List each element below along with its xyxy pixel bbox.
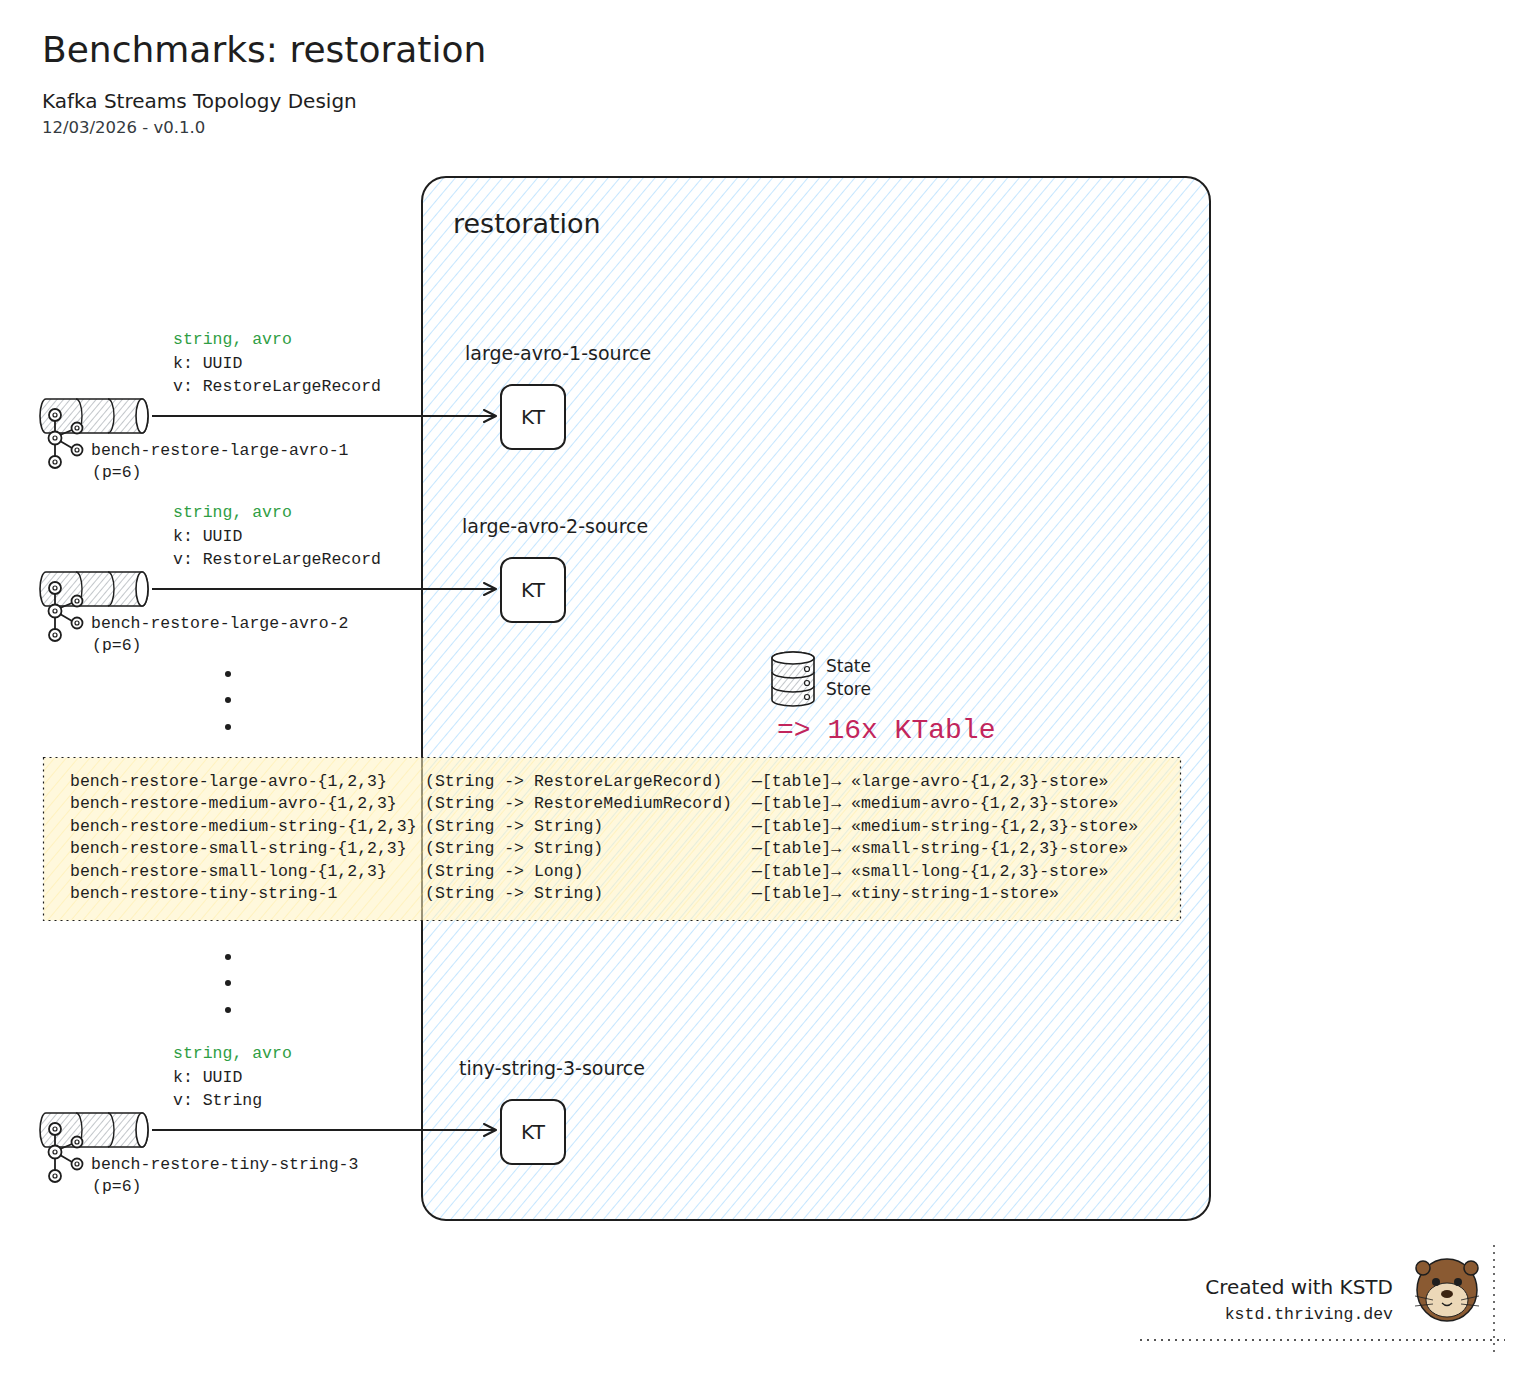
kafka-logo [49,1123,83,1182]
kafka-logo [49,582,83,641]
store-mapping: —[table]→ «tiny-string-1-store» [752,884,1059,904]
stream-arrow [152,1129,496,1131]
serde-label: string, avro [173,1044,292,1064]
value-type: v: RestoreLargeRecord [173,550,381,570]
value-type: v: RestoreLargeRecord [173,377,381,397]
subtitle: Kafka Streams Topology Design [42,89,357,113]
topic-name: bench-restore-large-avro-2 [91,614,348,634]
topic-name: bench-restore-large-avro-1 [91,441,348,461]
key-type: k: UUID [173,527,242,547]
topic-name: bench-restore-tiny-string-1 [70,884,337,904]
node-label: restoration [453,207,601,241]
source-name: tiny-string-3-source [459,1057,645,1079]
type-signature: (String -> String) [425,884,603,904]
footer-frame [1140,1245,1505,1352]
version-date: 12/03/2026 - v0.1.0 [42,118,205,138]
otter-mascot [1415,1259,1479,1321]
topology-frame: restorationlarge-avro-1-sourceKTlarge-av… [421,176,1211,1221]
node-label: State Store [826,655,888,701]
value-type: v: String [173,1091,262,1111]
serde-label: string, avro [173,330,292,350]
source-name: large-avro-1-source [465,342,651,364]
type-signature: (String -> Long) [425,862,583,882]
node-type: KT [500,557,566,623]
kafka-topic: bench-restore-tiny-string-3(p=6) [38,1112,150,1148]
kafka-logo [49,409,83,468]
partition-count: (p=6) [92,1177,142,1197]
store-mapping: —[table]→ «small-long-{1,2,3}-store» [752,862,1108,882]
credit-text: Created with KSTD [1205,1275,1393,1299]
partition-count: (p=6) [92,636,142,656]
state-store: State Store [771,651,815,707]
store-mapping: —[table]→ «large-avro-{1,2,3}-store» [752,772,1108,792]
type-signature: (String -> String) [425,839,603,859]
ktable-count: => 16x KTable [777,714,995,748]
type-signature: (String -> RestoreMediumRecord) [425,794,732,814]
store-outline [771,651,815,707]
topic-name: bench-restore-large-avro-{1,2,3} [70,772,387,792]
kafka-topic: bench-restore-large-avro-2(p=6) [38,571,150,607]
store-mapping: —[table]→ «small-string-{1,2,3}-store» [752,839,1128,859]
diagram-title: Benchmarks: restoration [42,28,486,72]
stream-arrow [152,588,496,590]
stream-arrow [152,415,496,417]
serde-label: string, avro [173,503,292,523]
store-mapping: —[table]→ «medium-avro-{1,2,3}-store» [752,794,1118,814]
store-table-band: bench-restore-large-avro-{1,2,3} (String … [43,757,1181,921]
topic-name: bench-restore-medium-string-{1,2,3} [70,817,417,837]
ktable-node: large-avro-1-sourceKT [500,384,566,450]
topic-name: bench-restore-small-string-{1,2,3} [70,839,407,859]
source-name: large-avro-2-source [462,515,648,537]
credit-url: kstd.thriving.dev [1225,1305,1393,1325]
kafka-topic: bench-restore-large-avro-1(p=6) [38,398,150,434]
store-mapping: —[table]→ «medium-string-{1,2,3}-store» [752,817,1138,837]
node-type: KT [500,384,566,450]
topic-name: bench-restore-tiny-string-3 [91,1155,358,1175]
topic-outline [38,398,150,434]
topic-outline [38,571,150,607]
ktable-node: tiny-string-3-sourceKT [500,1099,566,1165]
ktable-node: large-avro-2-sourceKT [500,557,566,623]
topic-name: bench-restore-medium-avro-{1,2,3} [70,794,397,814]
key-type: k: UUID [173,354,242,374]
type-signature: (String -> RestoreLargeRecord) [425,772,722,792]
partition-count: (p=6) [92,463,142,483]
topic-outline [38,1112,150,1148]
topic-name: bench-restore-small-long-{1,2,3} [70,862,387,882]
node-type: KT [500,1099,566,1165]
key-type: k: UUID [173,1068,242,1088]
type-signature: (String -> String) [425,817,603,837]
